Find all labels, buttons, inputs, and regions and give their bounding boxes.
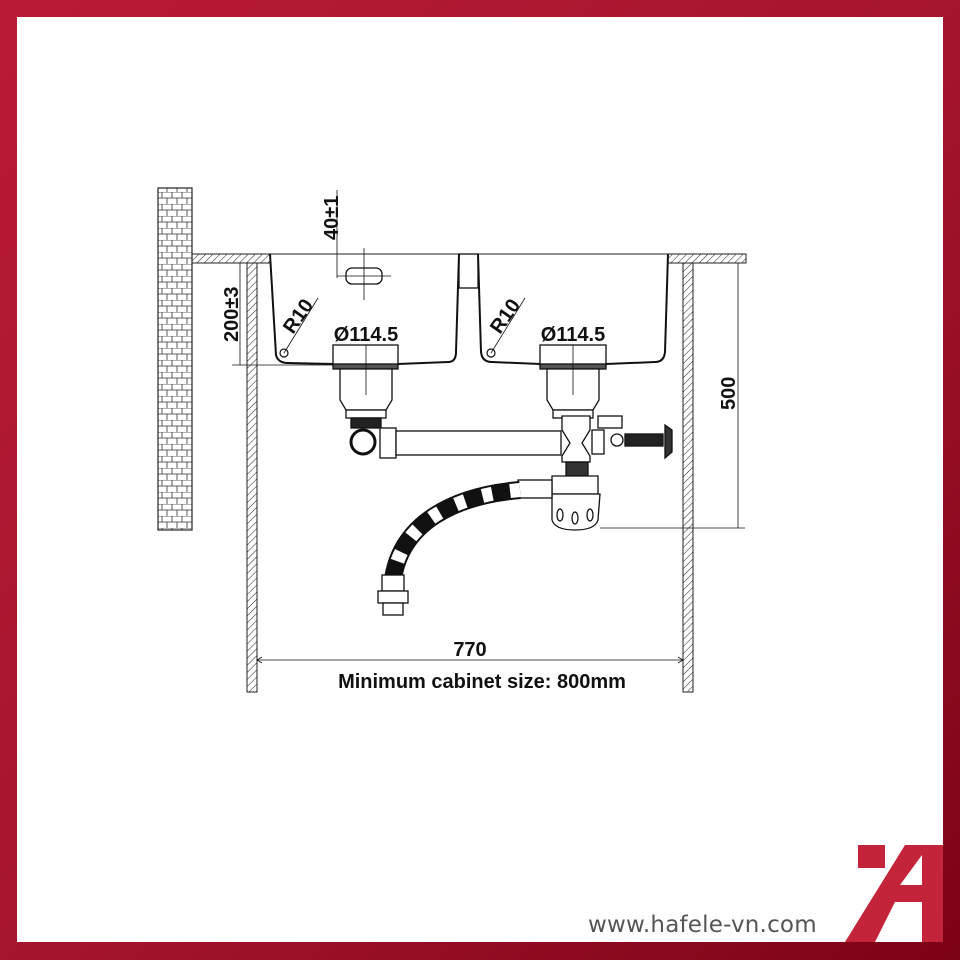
cabinet-caption: Minimum cabinet size: 800mm <box>338 671 626 693</box>
dim-bowl-depth: 200±3 <box>221 287 243 342</box>
dim-width: 770 <box>453 639 486 661</box>
flexible-hose <box>377 481 521 616</box>
wall <box>157 187 193 531</box>
dim-drain-left: Ø114.5 <box>334 324 399 346</box>
drain-right <box>539 344 607 419</box>
overflow-slot <box>336 190 391 300</box>
waste-pipe <box>349 415 673 531</box>
cabinet-sides <box>246 262 694 693</box>
dimension-lines <box>232 263 745 664</box>
dim-radius-left: R10 <box>279 295 318 338</box>
dim-drain-right: Ø114.5 <box>541 324 606 346</box>
website-url[interactable]: www.hafele-vn.com <box>588 912 817 938</box>
countertop <box>191 253 747 264</box>
sink-bowls <box>269 253 669 365</box>
hafele-logo <box>845 845 943 942</box>
dim-depth-offset: 40±1 <box>321 196 343 240</box>
dim-radius-right: R10 <box>486 295 525 338</box>
drain-left <box>332 344 399 429</box>
dim-height: 500 <box>718 377 740 410</box>
